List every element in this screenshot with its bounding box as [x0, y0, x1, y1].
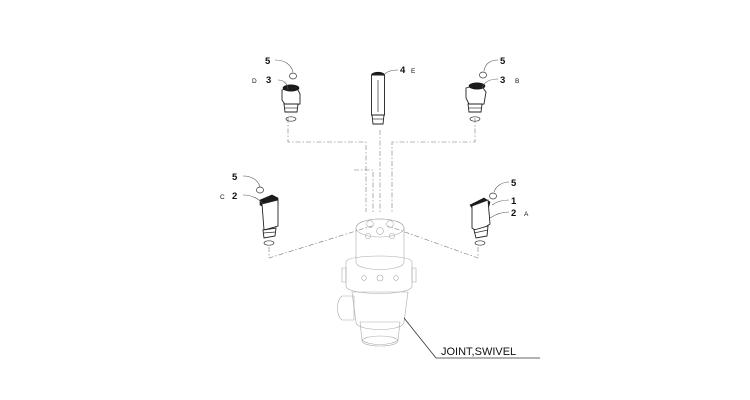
swivel-joint-body	[337, 218, 417, 347]
o-ring-c	[263, 240, 275, 246]
callout-b-3: 3	[500, 75, 505, 86]
o-ring-a	[474, 240, 486, 246]
callout-d-3: 3	[266, 75, 271, 86]
fitting-d-elbow	[281, 84, 301, 113]
o-ring-b	[469, 116, 481, 122]
callout-d-5: 5	[265, 56, 271, 67]
fitting-b-elbow	[465, 82, 487, 113]
assembly-title: JOINT,SWIVEL	[441, 346, 516, 358]
callout-c-2: 2	[232, 191, 237, 202]
o-ring-a-top	[489, 192, 497, 200]
callout-a-letter: A	[524, 211, 529, 218]
callout-e-letter: E	[411, 68, 416, 75]
callout-b-letter: B	[515, 78, 519, 85]
o-ring-d-top	[289, 72, 297, 80]
o-ring-b-top	[479, 71, 487, 79]
fitting-c-straight	[259, 194, 279, 239]
fitting-a-elbow	[469, 197, 491, 239]
callout-a-5: 5	[511, 178, 517, 189]
title-leader	[403, 317, 540, 359]
leader-lines	[242, 59, 510, 219]
callout-b-5: 5	[500, 56, 506, 67]
assembly-lines	[268, 118, 479, 259]
fitting-e-straight	[371, 71, 385, 125]
callout-a-2: 2	[511, 208, 516, 219]
callout-c-letter: C	[220, 194, 225, 201]
o-ring-c-top	[256, 186, 264, 194]
callout-d-letter: D	[252, 78, 257, 85]
callout-a-1: 1	[511, 196, 517, 207]
callout-e-4: 4	[400, 65, 406, 76]
callout-c-5: 5	[232, 172, 238, 183]
o-ring-d	[285, 116, 297, 122]
